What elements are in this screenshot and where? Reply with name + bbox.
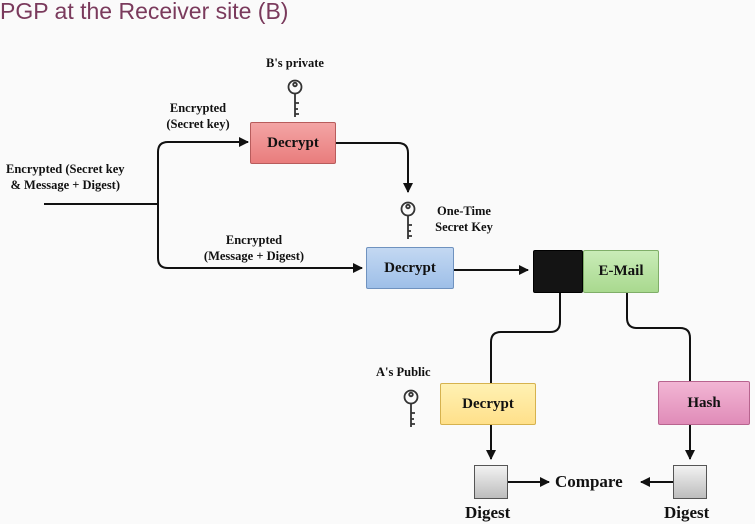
digest-right-square — [673, 465, 707, 499]
email-box: E-Mail — [583, 250, 659, 293]
encrypted-message-digest-label: Encrypted (Message + Digest) — [203, 233, 305, 263]
arrow-to-one-time-key — [336, 142, 413, 193]
arrow-to-decrypt-secret — [157, 137, 249, 204]
hash-box: Hash — [658, 381, 750, 425]
decrypt-secret-key-box: Decrypt — [250, 122, 336, 164]
line-to-decrypt-digest — [490, 293, 561, 383]
key-icon — [400, 201, 416, 239]
digest-right-label: Digest — [664, 503, 710, 522]
decrypt-digest-box: Decrypt — [440, 383, 536, 425]
digest-block — [533, 250, 583, 293]
b-private-label: B's private — [266, 56, 324, 70]
decrypt-message-box: Decrypt — [366, 247, 454, 289]
digest-left-label: Digest — [465, 503, 511, 522]
a-public-label: A's Public — [376, 365, 431, 379]
compare-label: Compare — [555, 472, 623, 491]
arrow-to-decrypt-message — [157, 204, 363, 273]
encrypted-secret-key-label: Encrypted (Secret key) — [166, 101, 230, 131]
one-time-secret-key-label: One-Time Secret Key — [435, 204, 493, 234]
page-title: PGP at the Receiver site (B) — [0, 0, 289, 24]
line-to-hash — [626, 293, 691, 381]
key-icon — [403, 389, 419, 427]
key-icon — [287, 79, 303, 117]
digest-left-square — [474, 465, 508, 499]
input-label: Encrypted (Secret key & Message + Digest… — [6, 162, 125, 192]
